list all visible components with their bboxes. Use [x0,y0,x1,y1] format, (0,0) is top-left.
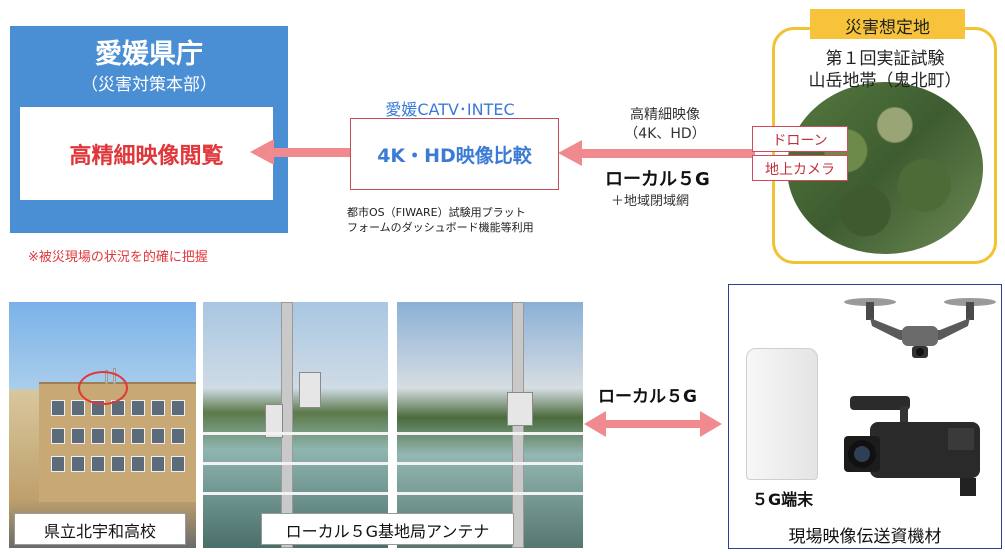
situation-note: ※被災現場の状況を的確に把握 [28,250,208,265]
camera-source-box [752,155,848,181]
view-panel [20,107,273,200]
antenna-caption: ローカル５G基地局アンテナ [285,522,490,541]
antenna-highlight-circle [78,371,128,405]
antenna-caption-box [261,513,514,545]
site-tag [810,9,965,39]
arrow-to-catv [558,140,755,166]
camcorder-icon [844,396,980,496]
video-label-line2: （4K、HD） [624,126,706,142]
fiware-note-line1: 都市OS（FIWARE）試験用プラット [347,206,526,219]
local5g-label: ローカル５G [605,169,710,190]
camera-source-label: 地上カメラ [765,162,835,178]
catv-intec-label: 愛媛CATV･INTEC [385,100,515,119]
antenna-photo-2 [397,302,583,548]
site-location-label: 山岳地帯（鬼北町） [808,71,962,91]
compare-label: 4K・HD映像比較 [377,145,532,167]
local5g-bottom-label: ローカル５G [598,387,697,407]
terminal-label: ５G端末 [752,490,814,509]
school-caption-box [14,513,186,545]
school-caption: 県立北宇和高校 [43,522,156,541]
closed-network-label: ＋地域閉域網 [611,194,690,209]
equipment-caption: 現場映像伝送資機材 [788,527,942,547]
video-label-line1: 高精細映像 [630,107,700,123]
compare-panel [350,118,559,190]
drone-source-box [752,126,848,152]
school-photo [9,302,196,548]
double-arrow-local5g [584,411,722,437]
5g-terminal-icon [746,348,818,480]
antenna-photo-1 [203,302,388,548]
view-label: 高精細映像閲覧 [69,144,224,169]
arrow-to-prefecture [250,139,350,165]
drone-source-label: ドローン [772,133,828,149]
site-trial-label: 第１回実証試験 [825,49,945,69]
drone-icon [844,298,996,358]
site-tag-label: 災害想定地 [845,18,930,38]
prefecture-title: 愛媛県庁 [95,39,203,70]
fiware-note-line2: フォームのダッシュボード機能等利用 [347,221,534,234]
prefecture-subtitle: （災害対策本部） [81,75,217,95]
